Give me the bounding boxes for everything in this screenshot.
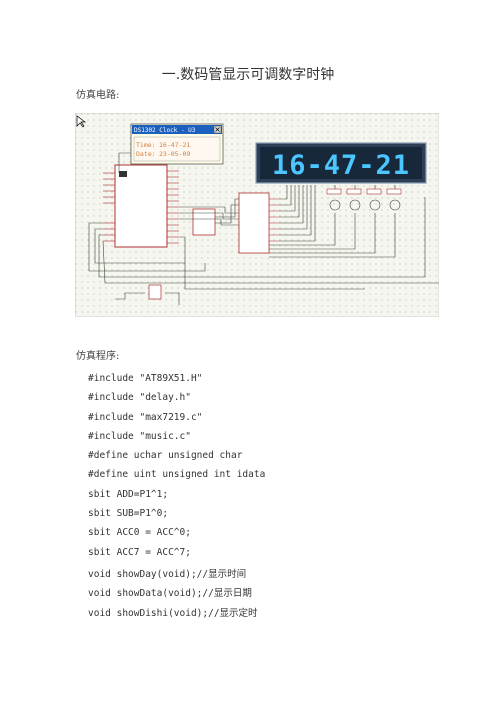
cursor-icon [76,115,87,128]
clock-date-label: Date: [136,150,156,158]
code-line: #define uint unsigned int idata [88,469,266,481]
rtc-chip [192,208,216,236]
code-line: #define uchar unsigned char [88,450,243,462]
code-line: #include "delay.h" [88,392,191,404]
code-line: sbit ACC0 = ACC^0; [88,527,191,539]
code-block: #include "AT89X51.H" #include "delay.h" … [88,373,265,624]
page-title: 一.数码管显示可调数字时钟 [161,67,335,83]
display-digits: 16-47-21 [272,150,410,181]
clock-time-value: 16-47-21 [159,141,190,149]
close-icon [215,127,220,132]
code-line: void showDishi(void);//显示定时 [88,607,258,619]
sim-circuit-label: 仿真电路: [76,90,120,101]
code-line: sbit ADD=P1^1; [88,488,169,500]
resistor-array [326,188,402,195]
code-line: #include "max7219.c" [88,411,203,423]
code-line: void showData(void);//显示日期 [88,588,252,600]
clock-date-value: 23-05-09 [159,150,190,158]
code-line: sbit SUB=P1^0; [88,508,169,520]
clock-time-label: Time: [136,141,156,149]
crystal [148,284,162,300]
clock-window: DS1302 Clock - U3 Time: 16-47-21 Date: 2… [130,123,224,165]
code-line: #include "AT89X51.H" [88,373,203,384]
seven-segment-display: 16-47-21 [255,142,427,184]
code-line: sbit ACC7 = ACC^7; [88,546,191,558]
clock-window-title: DS1302 Clock - U3 [134,127,196,134]
circuit-diagram: 16-47-21 DS1302 Clock - U3 Time: 16-47-2… [75,113,439,317]
code-line: void showDay(void);//显示时间 [88,568,247,580]
transistors [329,199,401,211]
sim-program-label: 仿真程序: [76,351,120,362]
code-line: #include "music.c" [88,430,191,442]
driver-chip [238,192,279,254]
mcu-chip [103,164,179,248]
